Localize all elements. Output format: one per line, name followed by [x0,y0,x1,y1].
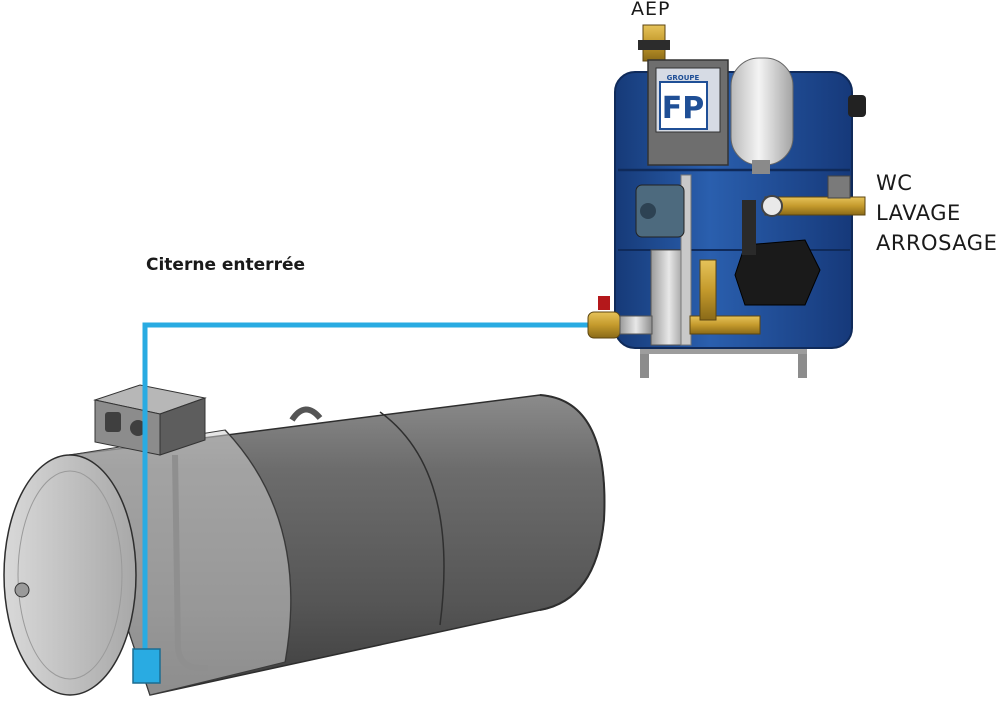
water-pipe-path [142,322,592,655]
suction-pipe [172,454,208,671]
usage-labels: WC LAVAGE ARROSAGE [876,168,997,258]
fp-logo [659,81,708,130]
water-line [132,322,592,684]
pressure-gauge [761,195,783,217]
pump-station: GROUPE FP [587,24,866,378]
lavage-label: LAVAGE [876,201,961,225]
underground-tank [3,384,606,696]
tank-rib [379,411,445,626]
suction-strainer [132,648,161,684]
expansion-vessel [730,57,794,166]
tank-cutaway [69,429,292,696]
lifting-lug [289,406,323,422]
inlet-valve [587,311,621,339]
wc-label: WC [876,171,913,195]
junction-box [93,384,207,456]
logo-big-text: FP [662,91,704,126]
tank-drain-plug [14,582,30,598]
logo-small-text: GROUPE [667,74,700,82]
aep-label: AEP [631,0,671,20]
pump-motor [635,184,685,238]
arrosage-label: ARROSAGE [876,231,998,255]
tank-end-cap [3,454,137,696]
valve-block [734,239,821,306]
citerne-label: Citerne enterrée [146,255,306,275]
